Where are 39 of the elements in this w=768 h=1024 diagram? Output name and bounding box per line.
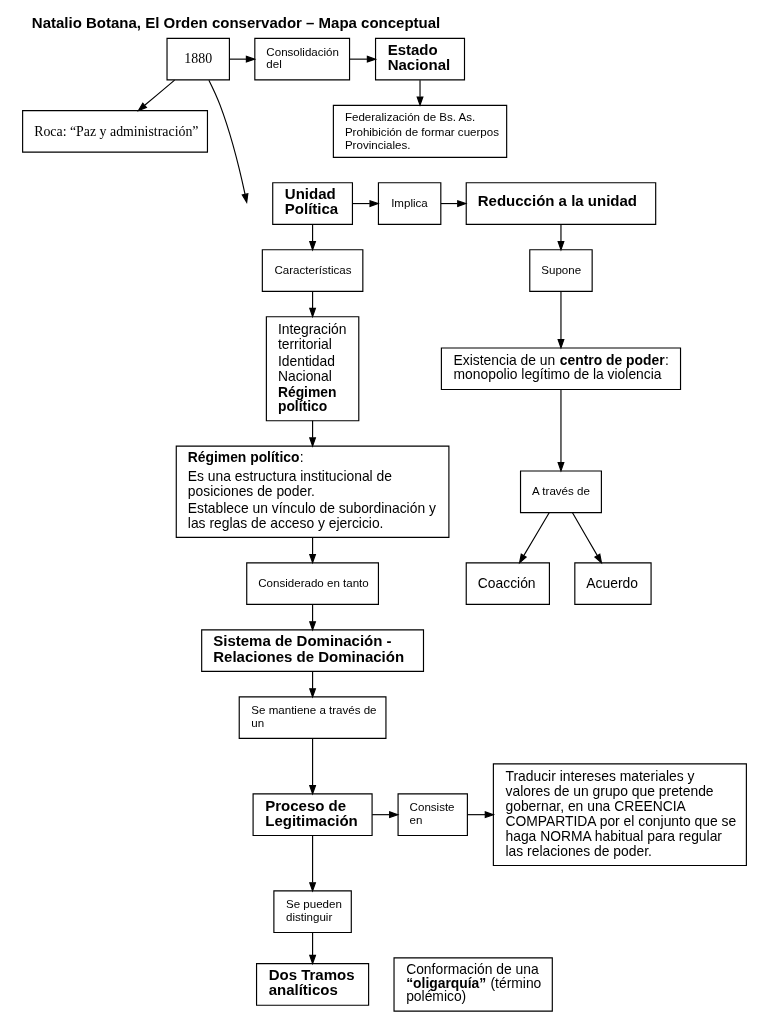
node-box: Dos Tramos analíticos xyxy=(255,963,369,1006)
node-box: A través de xyxy=(519,470,602,514)
arrow xyxy=(556,223,565,252)
arrow xyxy=(571,512,602,565)
node-box: Considerado en tanto xyxy=(245,562,379,605)
arrow xyxy=(308,738,316,796)
node-box: Existencia de un centro de poder: monopolio legítimo de la violencia xyxy=(440,347,681,391)
node-box: Se pueden distinguir xyxy=(272,890,352,934)
arrow xyxy=(556,389,565,473)
node-box: Conformación de una “oligarquía” (término polémico) xyxy=(392,957,553,1012)
arrow xyxy=(348,55,377,63)
arrow xyxy=(228,55,256,63)
node-box: 1880 xyxy=(165,37,230,81)
node-box: Sistema de Dominación - Relaciones de Dominación xyxy=(200,629,424,672)
node-box: Se mantiene a través de un xyxy=(238,696,386,739)
arrow xyxy=(308,835,316,893)
arrow xyxy=(415,79,424,107)
node-box: Características xyxy=(261,249,363,292)
arrow xyxy=(308,932,316,966)
node-box: Consiste en xyxy=(397,793,468,837)
node-box: Traducir intereses materiales y valores de un grupo que pretende gobernar, en una CREENCIA COMPARTIDA por el conjunto que se haga NORMA habitual para regular las relaciones de poder. xyxy=(492,763,747,867)
node-box: Reducción a la unidad xyxy=(465,182,656,225)
node-box: Régimen político: Es una estructura institucional de posiciones de poder. Establece un vínculo de subordinación y las reglas de acceso y ejercicio. xyxy=(175,445,449,538)
node-box: Proceso de Legitimación xyxy=(252,793,373,837)
arrow xyxy=(556,291,565,350)
node-box: Consolidación del xyxy=(253,37,350,81)
arrow xyxy=(136,79,175,112)
node-box: Unidad Política xyxy=(271,182,353,225)
node-box: Roca: “Paz y administración” xyxy=(21,109,208,153)
arrow xyxy=(207,79,249,204)
node-box: Supone xyxy=(528,249,593,292)
diagram-title: Natalio Botana, El Orden conservador – Mapa conceptual xyxy=(31,14,440,32)
node-box: Federalización de Bs. As. Prohibición de formar cuerpos Provinciales. xyxy=(332,104,507,158)
arrow xyxy=(518,512,550,565)
node-box: Estado Nacional xyxy=(374,37,465,81)
node-box: Integración territorial Identidad Nacional Régimen político xyxy=(265,316,359,422)
node-box: Implica xyxy=(377,182,441,225)
node-box: Acuerdo xyxy=(573,562,652,605)
node-box: Coacción xyxy=(465,562,550,605)
